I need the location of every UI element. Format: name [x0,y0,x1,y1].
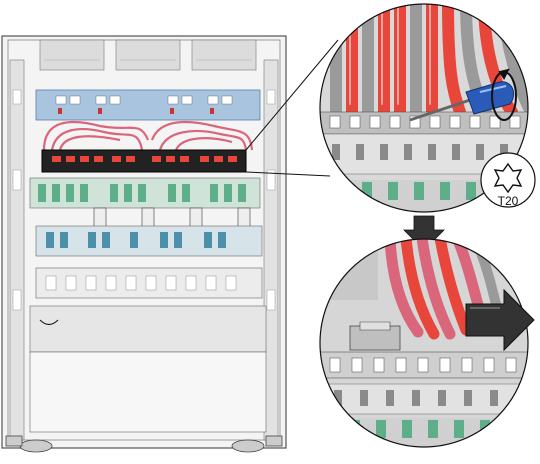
detail-view-top [319,3,529,213]
cabinet-feet [5,435,283,453]
detail-view-bottom [319,238,529,448]
cabinet [1,35,287,453]
callout-leaders [245,39,339,177]
torx-bit-label: T20 [498,194,519,208]
pull-right-arrow-icon [465,288,535,352]
torx-bit-callout: T20 [480,152,536,208]
module-row [35,225,263,257]
rotate-arrow-icon [491,68,517,121]
cable-loops [42,120,254,151]
breaker-row [35,267,263,299]
top-fans [39,39,257,71]
highlighted-connector-bar [41,149,247,173]
busbar-block [35,89,261,121]
screwdriver-icon [409,81,515,122]
torx-star-icon [493,162,523,194]
terminal-strip [29,177,261,209]
